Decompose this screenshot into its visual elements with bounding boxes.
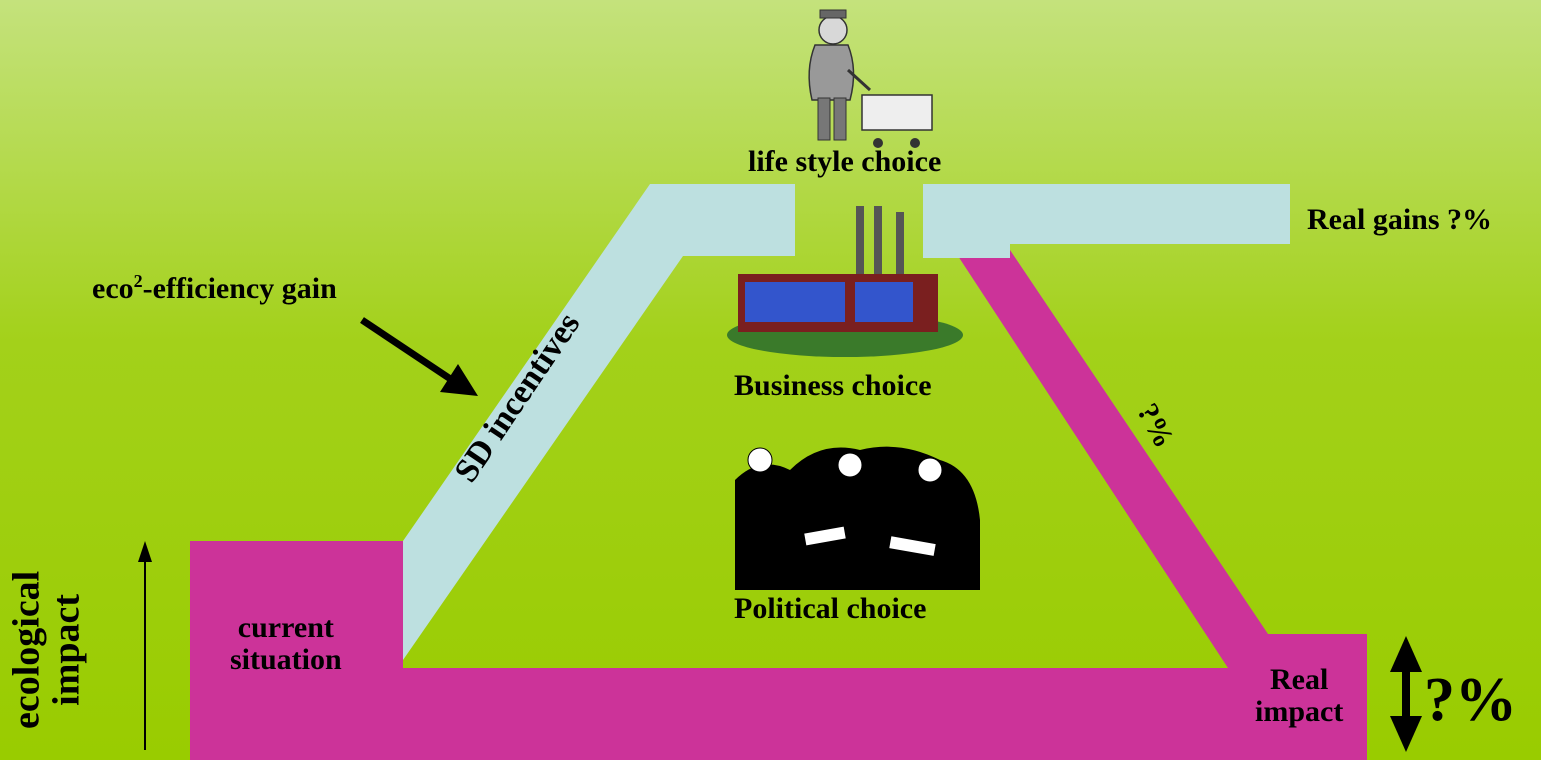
real-line1: Real <box>1270 663 1329 696</box>
efficiency-path <box>403 184 1290 660</box>
eco-gain-prefix: eco <box>92 272 134 305</box>
axis-line2: impact <box>45 593 88 706</box>
real-gains-label: Real gains ?% <box>1307 203 1493 236</box>
lifestyle-choice-label: life style choice <box>748 145 942 178</box>
shopper-with-cart-icon <box>808 9 933 148</box>
factory-icon <box>727 206 963 357</box>
eco-gain-sup: 2 <box>133 271 143 291</box>
axis-line1: ecological <box>5 570 48 730</box>
current-line2: situation <box>230 642 342 676</box>
real-impact-label: Real impact <box>1255 664 1343 727</box>
eco-gain-suffix: -efficiency gain <box>142 272 337 305</box>
eco-gain-arrow <box>360 317 478 396</box>
meeting-people-icon <box>735 446 980 590</box>
double-arrow <box>1390 636 1422 752</box>
ecological-impact-axis-label: ecological impact <box>5 570 88 730</box>
axis-arrow <box>138 541 152 750</box>
current-situation-label: current situation <box>230 612 342 675</box>
eco-efficiency-gain-label: eco2-efficiency gain <box>92 272 337 305</box>
political-choice-label: Political choice <box>734 592 927 625</box>
impact-path <box>190 250 1367 760</box>
real-line2: impact <box>1255 694 1344 728</box>
big-percent-label: ?% <box>1424 666 1517 734</box>
current-line1: current <box>237 611 334 644</box>
business-choice-label: Business choice <box>734 369 932 402</box>
